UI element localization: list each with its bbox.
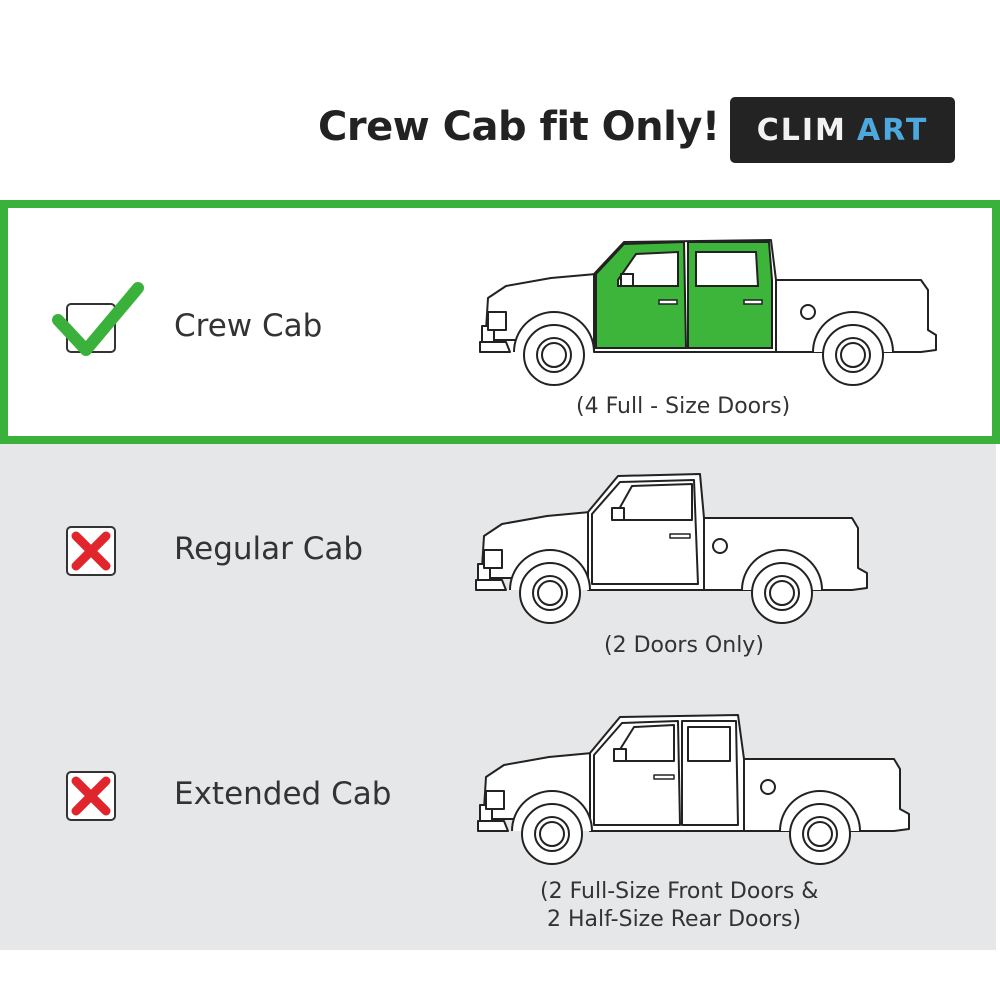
logo-text-blue: ART bbox=[856, 112, 929, 148]
x-mark-icon bbox=[71, 776, 111, 816]
option-caption: (4 Full - Size Doors) bbox=[576, 394, 791, 419]
checkmark-icon bbox=[52, 282, 144, 356]
option-caption-line-1: (2 Full-Size Front Doors & bbox=[540, 879, 819, 904]
crew-cab-truck-icon bbox=[479, 239, 937, 386]
regular-cab-truck-icon bbox=[475, 473, 868, 624]
logo-text-light: CLIM bbox=[756, 112, 847, 148]
option-label: Crew Cab bbox=[174, 308, 323, 344]
option-extended-cab: Extended Cab (2 Full-Size Front Do bbox=[0, 693, 1000, 950]
extended-cab-truck-icon bbox=[477, 714, 910, 865]
option-crew-cab: Crew Cab bbox=[0, 200, 1000, 444]
option-caption-line-2: 2 Half-Size Rear Doors) bbox=[547, 907, 802, 932]
x-mark-icon bbox=[71, 531, 111, 571]
option-label: Regular Cab bbox=[174, 531, 364, 567]
option-caption: (2 Doors Only) bbox=[604, 633, 764, 658]
page-title: Crew Cab fit Only! bbox=[318, 104, 720, 150]
option-regular-cab: Regular Cab (2 Doors Only) bbox=[0, 443, 1000, 693]
option-label: Extended Cab bbox=[174, 776, 392, 812]
